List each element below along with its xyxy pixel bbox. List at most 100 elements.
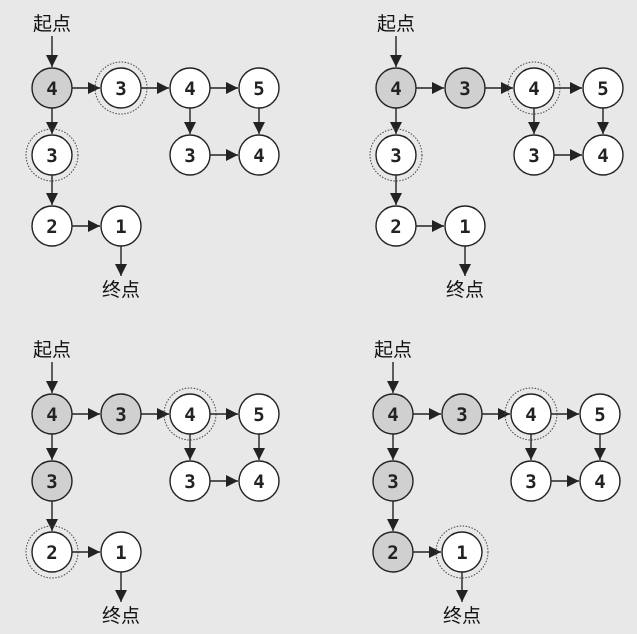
node-A: 4 <box>372 393 414 435</box>
node-circle <box>582 67 624 109</box>
frontier-ring <box>25 128 79 182</box>
node-value: 3 <box>525 471 536 493</box>
node-C: 4 <box>507 61 561 115</box>
visited-node-circle <box>31 393 73 435</box>
node-I: 1 <box>444 205 486 247</box>
node-circle <box>31 205 73 247</box>
node-value: 2 <box>46 216 57 238</box>
frontier-ring <box>369 128 423 182</box>
node-D: 5 <box>238 393 280 435</box>
node-circle <box>582 134 624 176</box>
end-label: 终点 <box>443 605 481 627</box>
node-value: 4 <box>253 471 264 493</box>
node-value: 4 <box>46 404 57 426</box>
node-circle <box>375 134 417 176</box>
visited-node-circle <box>444 67 486 109</box>
node-value: 1 <box>115 542 126 564</box>
node-circle <box>238 460 280 502</box>
node-circle <box>510 393 552 435</box>
node-value: 4 <box>528 78 539 100</box>
node-I: 1 <box>435 525 489 579</box>
node-value: 1 <box>459 216 470 238</box>
node-circle <box>31 134 73 176</box>
node-value: 3 <box>115 78 126 100</box>
frontier-ring <box>507 61 561 115</box>
end-label: 终点 <box>102 279 140 301</box>
node-A: 4 <box>31 67 73 109</box>
node-A: 4 <box>375 67 417 109</box>
node-circle <box>100 67 142 109</box>
node-value: 3 <box>459 78 470 100</box>
node-B: 3 <box>94 61 148 115</box>
visited-node-circle <box>100 393 142 435</box>
node-circle <box>238 67 280 109</box>
frontier-ring <box>25 525 79 579</box>
node-value: 2 <box>46 542 57 564</box>
node-circle <box>238 134 280 176</box>
node-value: 5 <box>253 78 264 100</box>
node-value: 4 <box>594 471 605 493</box>
node-value: 3 <box>115 404 126 426</box>
node-B: 3 <box>441 393 483 435</box>
node-value: 4 <box>387 404 398 426</box>
node-circle <box>238 393 280 435</box>
end-label: 终点 <box>102 605 140 627</box>
node-F: 4 <box>238 460 280 502</box>
node-circle <box>510 460 552 502</box>
node-D: 5 <box>579 393 621 435</box>
visited-node-circle <box>372 393 414 435</box>
node-F: 4 <box>579 460 621 502</box>
node-value: 4 <box>184 78 195 100</box>
start-label: 起点 <box>33 13 71 35</box>
node-value: 3 <box>387 471 398 493</box>
node-value: 5 <box>594 404 605 426</box>
node-value: 3 <box>456 404 467 426</box>
node-G: 3 <box>31 460 73 502</box>
node-value: 2 <box>390 216 401 238</box>
node-value: 4 <box>253 145 264 167</box>
node-I: 1 <box>100 205 142 247</box>
node-D: 5 <box>238 67 280 109</box>
start-label: 起点 <box>374 339 412 361</box>
node-value: 3 <box>184 471 195 493</box>
node-value: 3 <box>46 145 57 167</box>
frontier-ring <box>504 387 558 441</box>
node-H: 2 <box>375 205 417 247</box>
node-circle <box>100 205 142 247</box>
visited-node-circle <box>31 67 73 109</box>
node-circle <box>579 393 621 435</box>
node-value: 4 <box>46 78 57 100</box>
node-H: 2 <box>25 525 79 579</box>
node-G: 3 <box>369 128 423 182</box>
node-value: 4 <box>597 145 608 167</box>
node-A: 4 <box>31 393 73 435</box>
node-value: 5 <box>597 78 608 100</box>
node-circle <box>100 531 142 573</box>
node-circle <box>513 134 555 176</box>
visited-node-circle <box>441 393 483 435</box>
node-circle <box>31 531 73 573</box>
node-circle <box>513 67 555 109</box>
node-E: 3 <box>510 460 552 502</box>
node-circle <box>169 393 211 435</box>
node-value: 5 <box>253 404 264 426</box>
visited-node-circle <box>372 460 414 502</box>
node-value: 3 <box>390 145 401 167</box>
node-value: 1 <box>456 542 467 564</box>
frontier-ring <box>163 387 217 441</box>
node-value: 3 <box>184 145 195 167</box>
node-F: 4 <box>582 134 624 176</box>
node-C: 4 <box>169 67 211 109</box>
node-F: 4 <box>238 134 280 176</box>
visited-node-circle <box>372 531 414 573</box>
node-E: 3 <box>169 460 211 502</box>
start-label: 起点 <box>377 13 415 35</box>
node-circle <box>375 205 417 247</box>
node-value: 4 <box>184 404 195 426</box>
